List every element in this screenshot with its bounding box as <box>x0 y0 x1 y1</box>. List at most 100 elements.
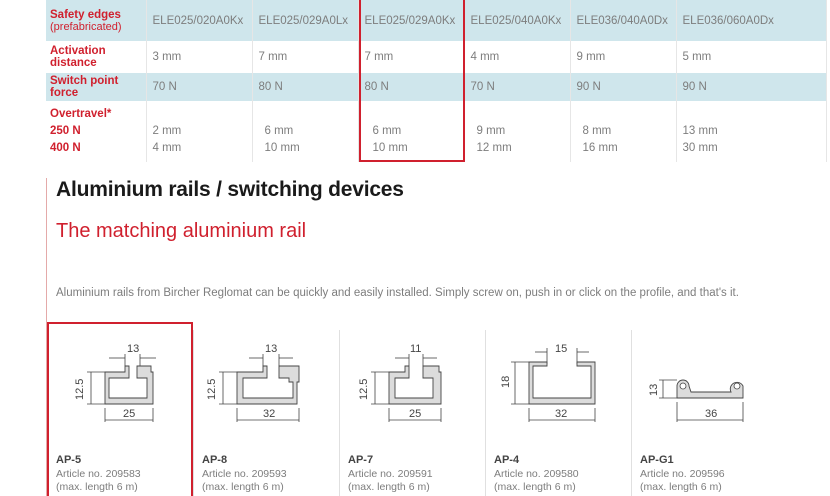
row-label-text: Safety edges <box>50 8 121 21</box>
cell-value-250: 13 mm <box>682 124 718 137</box>
cell-value-250: 9 mm <box>476 124 506 137</box>
table-cell: 9 mm <box>570 41 677 73</box>
dim-side: 12.5 <box>74 379 86 400</box>
row-label: Safety edges (prefabricated) <box>46 0 147 41</box>
table-cell: 90 N <box>570 73 677 101</box>
dim-top: 11 <box>410 343 421 355</box>
cell-value-250: 8 mm <box>582 124 612 137</box>
dim-top: 13 <box>127 343 139 355</box>
table-cell: ELE025/020A0Kx <box>146 0 253 41</box>
section-subtitle: The matching aluminium rail <box>56 220 307 242</box>
card-separator <box>193 330 194 496</box>
table-cell: 80 N <box>252 73 359 101</box>
table-cell: ELE025/029A0Kx <box>358 0 465 41</box>
cell-value-400: 10 mm <box>264 141 300 154</box>
table-cell: ELE025/040A0Kx <box>464 0 571 41</box>
rail-profile-drawing: 15 18 32 <box>500 343 596 422</box>
rail-name: AP-8 <box>202 454 228 466</box>
card-separator <box>631 330 632 496</box>
cell-value-250: 6 mm <box>264 124 294 137</box>
card-separator <box>485 330 486 496</box>
cell-value-400: 4 mm <box>152 141 182 154</box>
rail-article: Article no. 209593 <box>202 468 287 480</box>
dim-side: 12.5 <box>358 379 370 400</box>
selected-rail-frame <box>47 322 193 496</box>
rail-card-ap-8: 13 12.5 32 AP-8 Article no. 209593 (max.… <box>193 322 339 496</box>
rail-name: AP-5 <box>56 454 82 466</box>
table-cell: 3 mm <box>146 41 253 73</box>
intro-text: Aluminium rails from Bircher Reglomat ca… <box>56 287 739 299</box>
table-cell: 5 mm <box>676 41 827 73</box>
rail-profile-drawing: 13 36 <box>648 379 744 422</box>
cell-value-250: 6 mm <box>372 124 402 137</box>
rail-profile-drawing: 11 12.5 25 <box>358 343 442 422</box>
rail-length: (max. length 6 m) <box>56 481 138 493</box>
table-cell: ELE025/029A0Lx <box>252 0 359 41</box>
dim-bottom: 32 <box>555 408 567 420</box>
rail-card-ap-7: 11 12.5 25 AP-7 Article no. 209591 (max.… <box>339 322 485 496</box>
spec-table: Safety edges (prefabricated) ELE025/020A… <box>46 0 827 162</box>
card-separator <box>339 330 340 496</box>
table-row-overtravel: Overtravel* 250 N 400 N 2 mm 4 mm 6 mm 10 … <box>46 101 827 162</box>
rail-article: Article no. 209591 <box>348 468 433 480</box>
dim-side: 12.5 <box>206 379 218 400</box>
section-title: Aluminium rails / switching devices <box>56 178 404 201</box>
row-label: Activation distance <box>46 41 147 73</box>
row-label: Switch point force <box>46 73 147 101</box>
table-cell: 6 mm 10 mm <box>358 101 465 162</box>
table-cell: 13 mm 30 mm <box>676 101 827 162</box>
table-cell: 7 mm <box>358 41 465 73</box>
cell-value-400: 10 mm <box>372 141 408 154</box>
table-row-activation-distance: Activation distance 3 mm 7 mm 7 mm 4 mm … <box>46 41 827 73</box>
table-cell: 70 N <box>146 73 253 101</box>
table-cell: 7 mm <box>252 41 359 73</box>
row-label-text: Overtravel* <box>50 108 112 120</box>
rail-length: (max. length 6 m) <box>202 481 284 493</box>
rail-card-ap-5: 13 12.5 25 AP-5 Article no. 209583 (max.… <box>47 322 193 496</box>
rail-card-ap-4: 15 18 32 AP-4 Article no. 209580 (max. l… <box>485 322 631 496</box>
rail-article: Article no. 209596 <box>640 468 725 480</box>
cell-value-250: 2 mm <box>152 124 182 137</box>
table-cell: 70 N <box>464 73 571 101</box>
rail-length: (max. length 6 m) <box>348 481 430 493</box>
rail-length: (max. length 6 m) <box>640 481 722 493</box>
dim-bottom: 36 <box>705 408 717 420</box>
row-sublabel: (prefabricated) <box>50 20 122 33</box>
rail-card-ap-g1: 13 36 AP-G1 Article no. 209596 (max. len… <box>631 322 777 496</box>
section-divider <box>46 178 47 496</box>
table-row-safety-edges: Safety edges (prefabricated) ELE025/020A… <box>46 0 827 41</box>
cell-value-400: 30 mm <box>682 141 718 154</box>
table-cell: 8 mm 16 mm <box>570 101 677 162</box>
rail-name: AP-G1 <box>640 454 674 466</box>
rail-article: Article no. 209583 <box>56 468 141 480</box>
table-cell: ELE036/040A0Dx <box>570 0 677 41</box>
rail-name: AP-4 <box>494 454 520 466</box>
dim-bottom: 25 <box>409 408 421 420</box>
dim-bottom: 25 <box>123 408 135 420</box>
dim-side: 13 <box>648 384 660 396</box>
dim-side: 18 <box>500 376 512 388</box>
table-cell: 90 N <box>676 73 827 101</box>
dim-top: 13 <box>265 343 277 355</box>
cell-value-400: 16 mm <box>582 141 618 154</box>
dim-top: 15 <box>555 343 567 355</box>
table-cell: 6 mm 10 mm <box>252 101 359 162</box>
table-cell: 4 mm <box>464 41 571 73</box>
row-sublabel-250: 250 N <box>50 125 81 137</box>
cell-value-400: 12 mm <box>476 141 512 154</box>
table-cell: ELE036/060A0Dx <box>676 0 827 41</box>
table-cell: 2 mm 4 mm <box>146 101 253 162</box>
rail-profile-drawing: 13 12.5 25 <box>74 343 156 422</box>
rail-name: AP-7 <box>348 454 374 466</box>
row-sublabel-400: 400 N <box>50 142 81 154</box>
rail-article: Article no. 209580 <box>494 468 579 480</box>
rail-length: (max. length 6 m) <box>494 481 576 493</box>
row-label: Overtravel* 250 N 400 N <box>46 101 147 162</box>
table-row-switch-point-force: Switch point force 70 N 80 N 80 N 70 N 9… <box>46 73 827 101</box>
rail-profile-drawing: 13 12.5 32 <box>206 343 300 422</box>
dim-bottom: 32 <box>263 408 275 420</box>
table-cell: 80 N <box>358 73 465 101</box>
highlighted-column-frame <box>359 0 465 162</box>
table-cell: 9 mm 12 mm <box>464 101 571 162</box>
